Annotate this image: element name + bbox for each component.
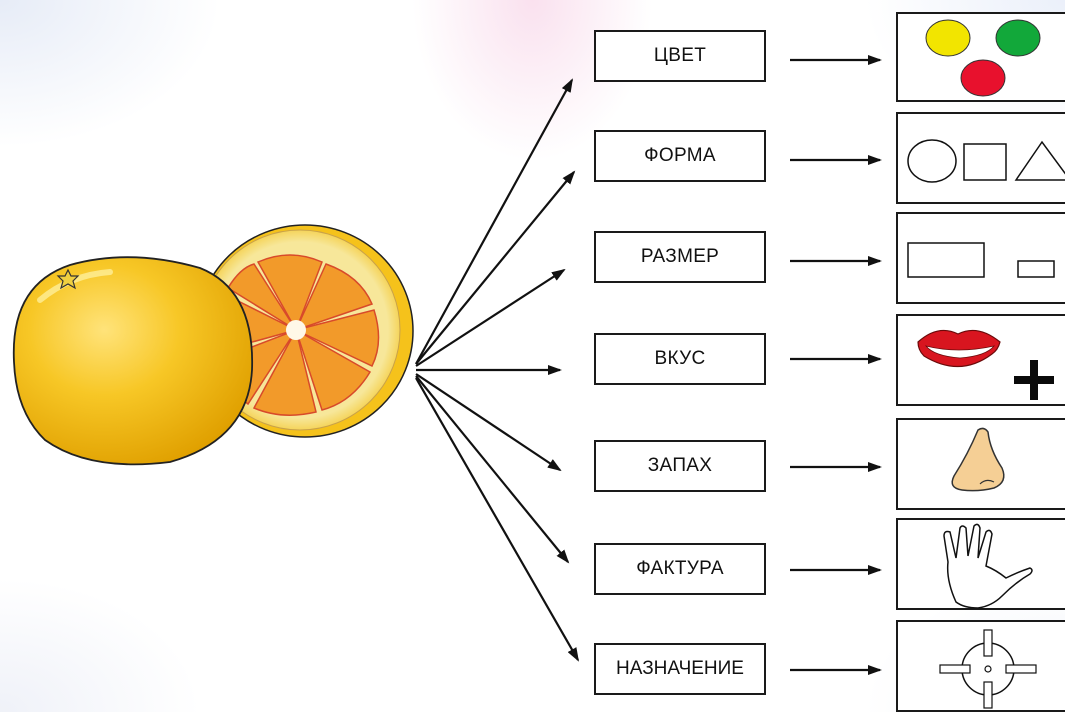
row-arrows [790,55,882,675]
label-smell-text: ЗАПАХ [647,455,713,476]
label-color-text: ЦВЕТ [653,45,707,66]
size-rectangles-icon [907,242,1055,278]
label-taste-text: ВКУС [654,348,706,369]
icon-box-texture [896,518,1065,610]
label-purpose-text: НАЗНАЧЕНИЕ [616,658,744,679]
icon-box-purpose [896,620,1065,712]
fan-arrow-7 [415,377,579,662]
label-shape: ФОРМА [594,130,766,182]
fan-arrows [415,78,579,662]
label-color: ЦВЕТ [594,30,766,82]
icon-box-color [896,12,1065,102]
fan-arrow-5 [415,373,562,472]
fan-arrow-3 [415,268,566,367]
label-texture-text: ФАКТУРА [636,558,724,579]
icon-box-smell [896,418,1065,510]
fan-arrow-2 [415,170,576,365]
label-purpose: НАЗНАЧЕНИЕ [594,643,766,695]
label-size: РАЗМЕР [594,231,766,283]
label-shape-text: ФОРМА [644,145,716,166]
grapefruit-whole-icon [12,256,253,466]
icon-box-size [896,212,1065,304]
hand-icon [943,523,1033,609]
nose-icon [951,427,1005,492]
color-dots-icon [925,19,1041,97]
label-texture: ФАКТУРА [594,543,766,595]
lips-plus-icon [917,329,1054,400]
label-taste: ВКУС [594,333,766,385]
icon-box-shape [896,112,1065,204]
icon-box-taste [896,314,1065,406]
target-crosshair-icon [939,629,1037,709]
fan-arrow-1 [415,78,573,365]
fan-arrow-6 [415,375,570,564]
shapes-icon [907,139,1065,183]
label-smell: ЗАПАХ [594,440,766,492]
label-size-text: РАЗМЕР [640,246,720,267]
